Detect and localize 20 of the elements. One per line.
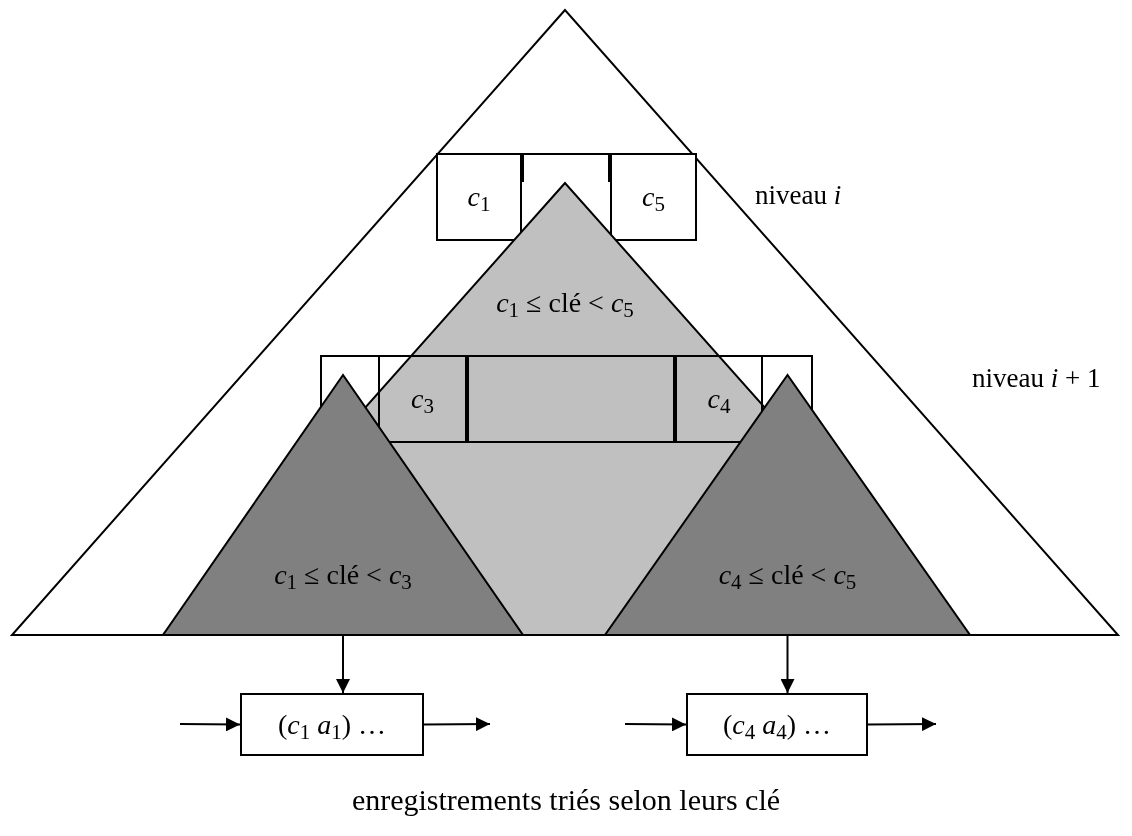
arrow — [423, 717, 491, 732]
level-label: niveau i + 1 — [972, 363, 1101, 393]
level-label: niveau i — [755, 180, 842, 210]
record-box — [686, 693, 868, 756]
arrow — [780, 634, 795, 694]
key-range-label: c$_{4}$ ≤ clé < c$_{5}$ — [718, 558, 857, 595]
record-label: (c$_{1}$ a$_{1}$) … — [277, 707, 387, 743]
caption: enregistrements triés selon leurs clé — [351, 782, 781, 818]
arrow — [867, 717, 937, 732]
key-label: c$_{5}$ — [642, 180, 665, 215]
arrow — [336, 634, 350, 694]
key-range-label: c$_{1}$ ≤ clé < c$_{3}$ — [274, 558, 412, 595]
key-label: c$_{1}$ — [467, 180, 491, 215]
key-label: c$_{3}$ — [411, 382, 434, 417]
arrow — [179, 717, 241, 732]
key-label: c$_{4}$ — [707, 382, 731, 417]
arrow — [624, 717, 687, 732]
key-range-label: c$_{1}$ ≤ clé < c$_{5}$ — [496, 286, 634, 323]
record-box — [240, 693, 424, 756]
record-label: (c$_{4}$ a$_{4}$) … — [722, 707, 832, 743]
